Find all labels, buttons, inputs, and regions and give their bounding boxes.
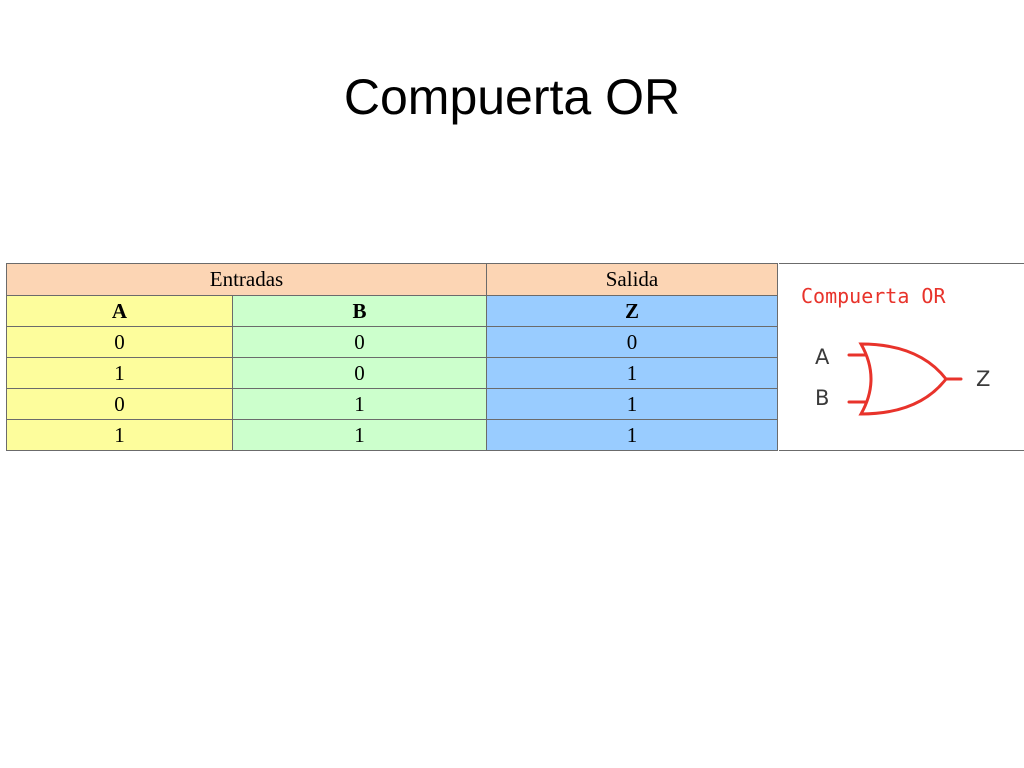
gate-body bbox=[858, 342, 948, 416]
cell-a: 1 bbox=[6, 419, 233, 451]
output-group-header: Salida bbox=[486, 263, 778, 296]
cell-a: 0 bbox=[6, 388, 233, 420]
table-row: 0 1 1 bbox=[6, 388, 778, 420]
slide-title: Compuerta OR bbox=[343, 69, 681, 125]
cell-b: 0 bbox=[232, 357, 487, 389]
column-header-a: A bbox=[6, 295, 233, 327]
table-row: 0 0 0 bbox=[6, 326, 778, 358]
gate-input-b-label: B bbox=[815, 386, 829, 410]
or-gate-symbol: A B Z bbox=[815, 342, 990, 416]
or-gate-icon bbox=[847, 342, 963, 416]
cell-z: 1 bbox=[486, 419, 778, 451]
column-header-z: Z bbox=[486, 295, 778, 327]
cell-a: 1 bbox=[6, 357, 233, 389]
table-row: 1 0 1 bbox=[6, 357, 778, 389]
gate-title: Compuerta OR bbox=[801, 284, 946, 308]
column-header-b: B bbox=[232, 295, 487, 327]
truth-table: Entradas Salida A B Z 0 0 0 1 0 1 0 1 1 … bbox=[6, 263, 778, 451]
cell-b: 1 bbox=[232, 388, 487, 420]
cell-z: 0 bbox=[486, 326, 778, 358]
cell-b: 0 bbox=[232, 326, 487, 358]
cell-z: 1 bbox=[486, 388, 778, 420]
table-row: 1 1 1 bbox=[6, 419, 778, 451]
gate-output-label: Z bbox=[976, 367, 990, 391]
table-column-header-row: A B Z bbox=[6, 295, 778, 327]
table-group-header-row: Entradas Salida bbox=[6, 263, 778, 296]
cell-a: 0 bbox=[6, 326, 233, 358]
cell-b: 1 bbox=[232, 419, 487, 451]
or-gate-diagram: Compuerta OR A B Z bbox=[779, 263, 1024, 451]
gate-input-a-label: A bbox=[815, 345, 830, 369]
cell-z: 1 bbox=[486, 357, 778, 389]
inputs-group-header: Entradas bbox=[6, 263, 487, 296]
